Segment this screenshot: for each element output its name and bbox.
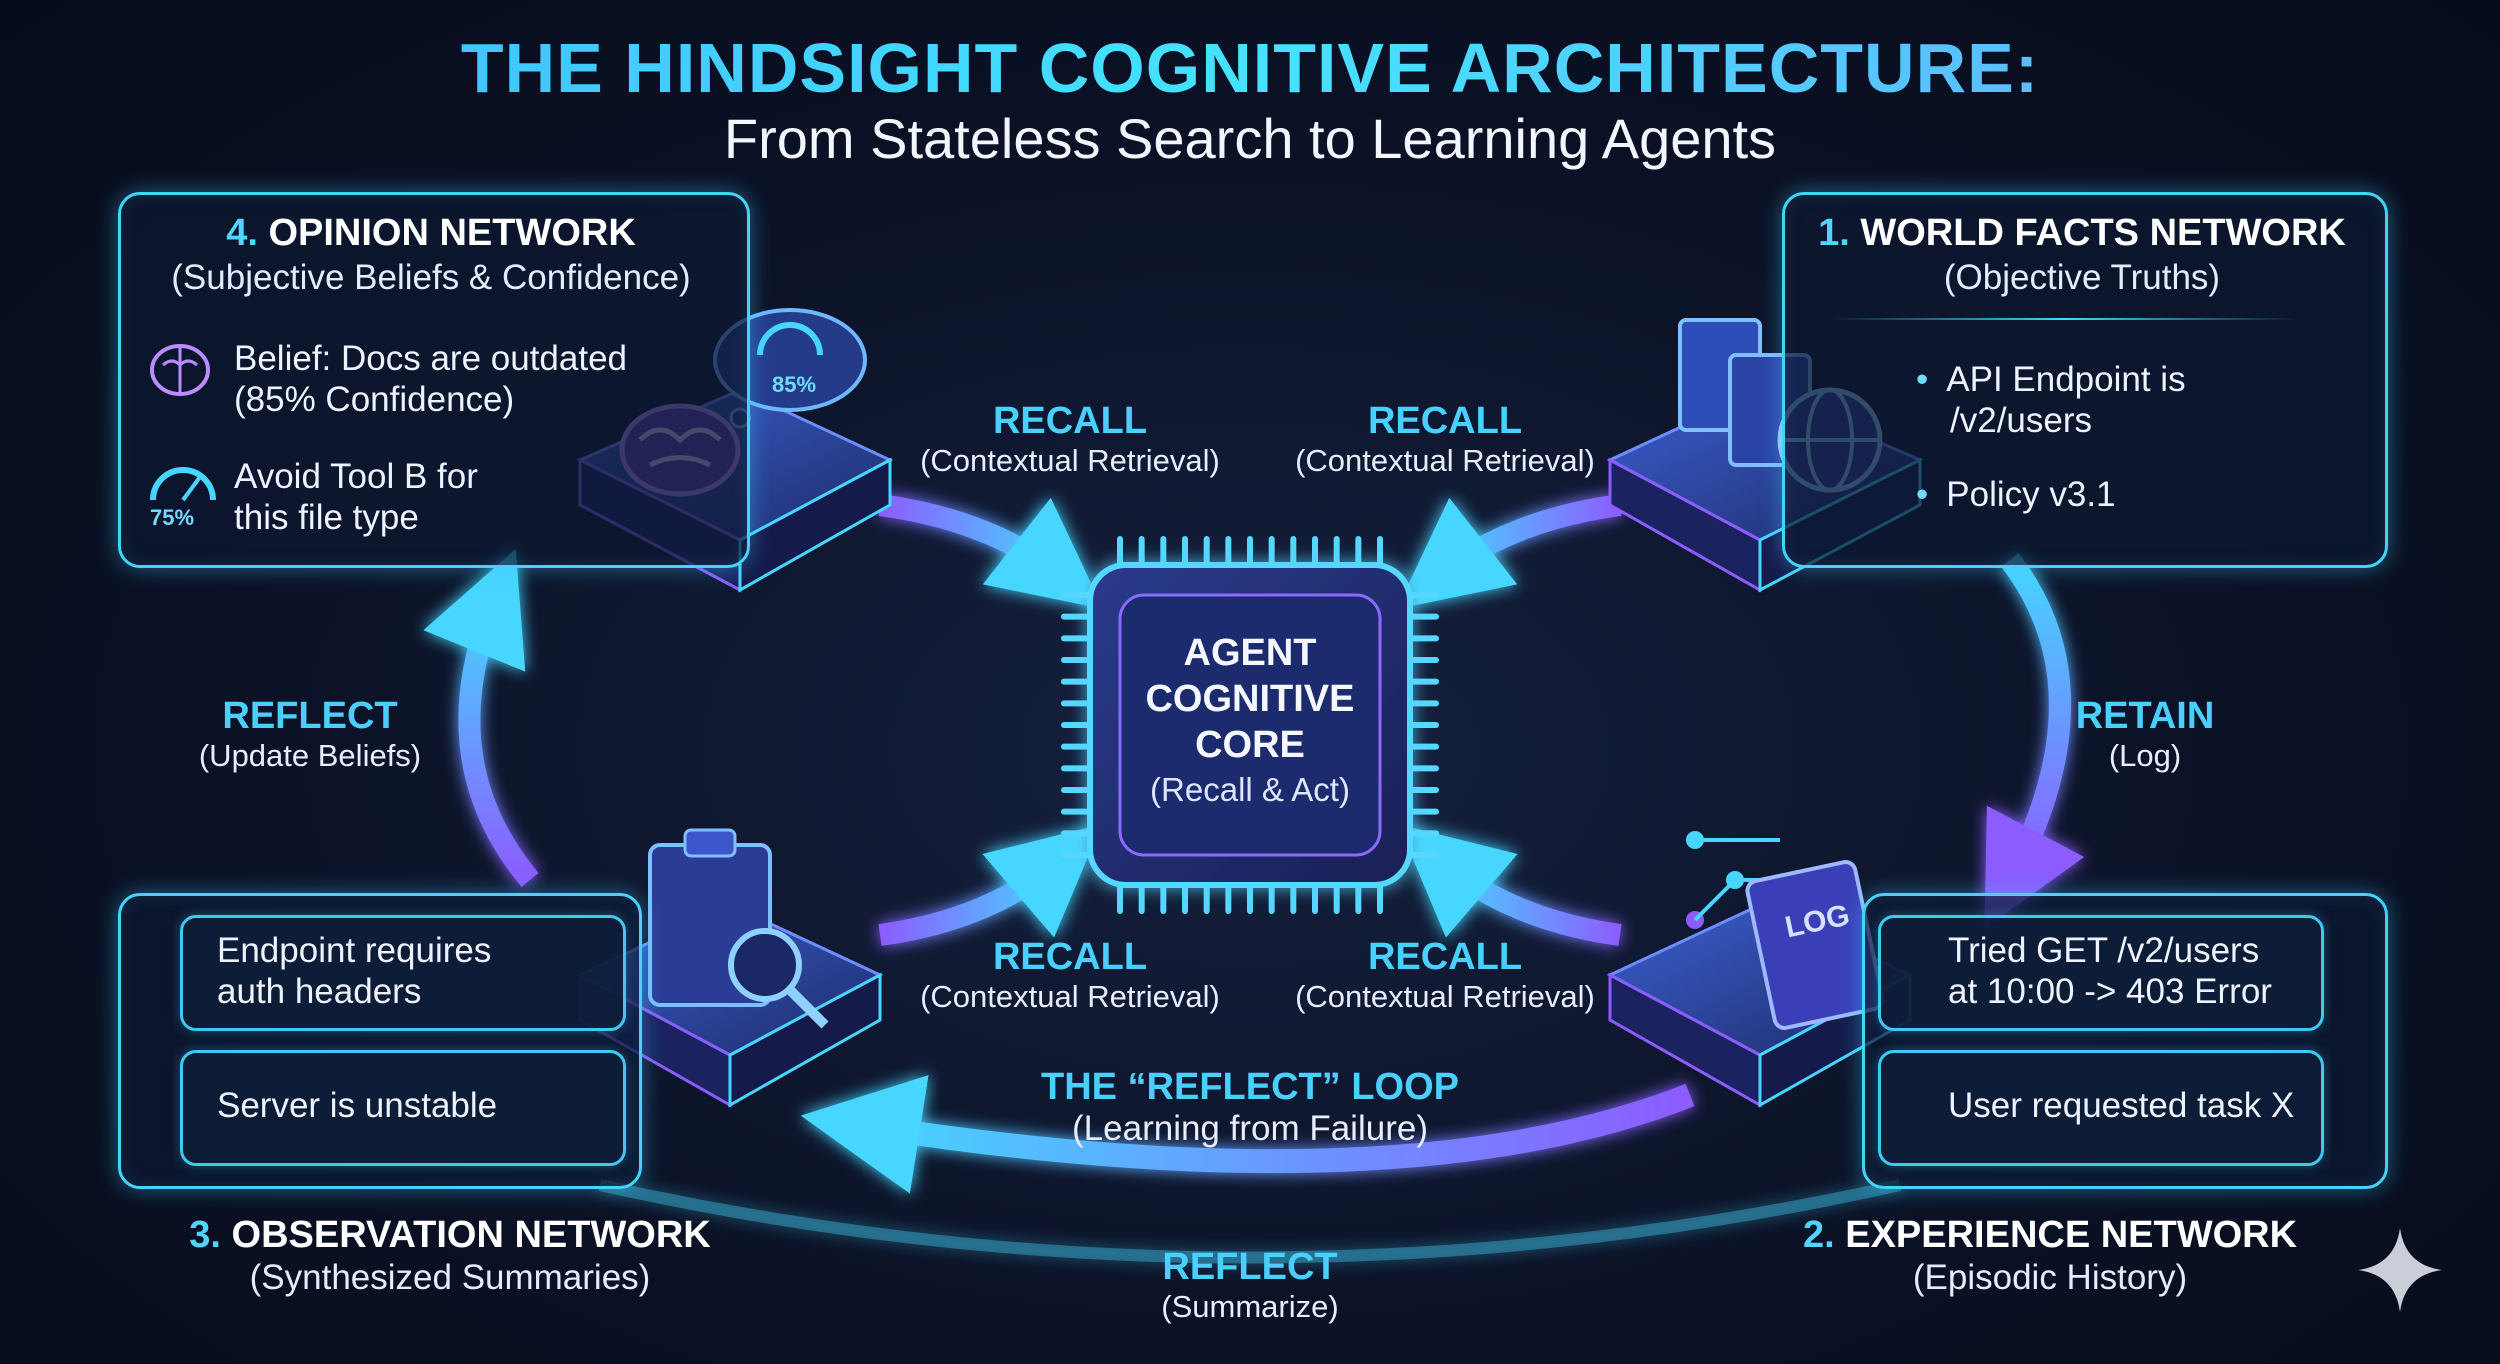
observation-network-title: 3. OBSERVATION NETWORK bbox=[180, 1214, 720, 1257]
observation-item-2: Server is unstable bbox=[217, 1086, 498, 1125]
arrow-reflect-loop bbox=[800, 1075, 1695, 1194]
core-label: AGENT COGNITIVE CORE (Recall & Act) bbox=[1130, 630, 1370, 812]
arrow-recall-tl bbox=[878, 494, 1104, 609]
core-line-3: CORE bbox=[1195, 724, 1305, 766]
gauge-85-label: 85% bbox=[772, 372, 817, 397]
opinion-item-1-line-2: (85% Confidence) bbox=[234, 380, 515, 419]
reflect-bottom-sub: (Summarize) bbox=[1161, 1289, 1339, 1324]
world-facts-item-2-line-1: Policy v3.1 bbox=[1916, 474, 2115, 515]
retain-main: RETAIN bbox=[2075, 695, 2215, 737]
opinion-number: 4. bbox=[226, 212, 258, 254]
experience-network-subtitle: (Episodic History) bbox=[1912, 1258, 2188, 1297]
recall-arrows bbox=[878, 494, 1622, 946]
world-facts-number: 1. bbox=[1818, 212, 1850, 254]
experience-number: 2. bbox=[1802, 1214, 1835, 1256]
loop-arrows bbox=[423, 549, 2085, 1264]
retain-label: RETAIN (Log) bbox=[2035, 695, 2255, 774]
experience-name: EXPERIENCE NETWORK bbox=[1845, 1214, 2298, 1256]
recall-tr-main: RECALL bbox=[1367, 400, 1523, 442]
recall-br-sub: (Contextual Retrieval) bbox=[1295, 979, 1595, 1014]
experience-network-title: 2. EXPERIENCE NETWORK bbox=[1780, 1214, 2320, 1257]
recall-tl-sub: (Contextual Retrieval) bbox=[920, 443, 1220, 478]
recall-tl-main: RECALL bbox=[992, 400, 1148, 442]
experience-item-1-box bbox=[1878, 915, 2324, 1031]
observation-item-1: Endpoint requires auth headers bbox=[217, 930, 491, 1012]
gauge-75-label: 75% bbox=[150, 505, 195, 530]
world-facts-item-1-line-1: API Endpoint is bbox=[1916, 359, 2185, 400]
experience-item-1: Tried GET /v2/users at 10:00 -> 403 Erro… bbox=[1948, 930, 2272, 1012]
recall-bl-main: RECALL bbox=[992, 936, 1148, 978]
arrow-recall-bl bbox=[878, 824, 1102, 946]
observation-item-2-box bbox=[180, 1050, 626, 1166]
sparkle-icon bbox=[2358, 1228, 2442, 1312]
observation-item-1-box bbox=[180, 915, 626, 1031]
experience-item-1-line-1: Tried GET /v2/users bbox=[1948, 931, 2260, 970]
page-title: THE HINDSIGHT COGNITIVE ARCHITECTURE: bbox=[0, 28, 2500, 108]
reflect-bottom-main: REFLECT bbox=[1162, 1246, 1338, 1288]
opinion-network-panel bbox=[118, 192, 750, 568]
gauge-icon bbox=[150, 467, 216, 502]
log-book-icon bbox=[1686, 831, 1885, 1030]
world-facts-network-subtitle: (Objective Truths) bbox=[1943, 258, 2221, 297]
recall-tl-label: RECALL (Contextual Retrieval) bbox=[885, 400, 1255, 479]
observation-network-subtitle: (Synthesized Summaries) bbox=[249, 1258, 651, 1297]
arrow-recall-br bbox=[1398, 824, 1622, 946]
recall-br-main: RECALL bbox=[1367, 936, 1523, 978]
world-facts-name: WORLD FACTS NETWORK bbox=[1860, 212, 2346, 254]
opinion-name: OPINION NETWORK bbox=[268, 212, 636, 254]
arrow-reflect-bottom bbox=[598, 1179, 1902, 1264]
reflect-left-label: REFLECT (Update Beliefs) bbox=[180, 695, 440, 774]
reflect-loop-main: THE “REFLECT” LOOP bbox=[1041, 1066, 1459, 1108]
reflect-left-main: REFLECT bbox=[222, 695, 398, 737]
arrow-recall-tr bbox=[1396, 494, 1622, 609]
opinion-network-title: 4. OPINION NETWORK bbox=[118, 212, 744, 255]
opinion-item-2-line-1: Avoid Tool B for bbox=[234, 457, 478, 496]
recall-br-label: RECALL (Contextual Retrieval) bbox=[1260, 936, 1630, 1015]
world-facts-network-title: 1. WORLD FACTS NETWORK bbox=[1782, 212, 2382, 255]
observation-item-1-line-1: Endpoint requires bbox=[217, 931, 492, 970]
arrow-reflect-left bbox=[423, 549, 539, 888]
core-line-1: AGENT bbox=[1183, 632, 1317, 674]
recall-bl-label: RECALL (Contextual Retrieval) bbox=[885, 936, 1255, 1015]
reflect-loop-sub: (Learning from Failure) bbox=[1072, 1109, 1428, 1148]
recall-tr-label: RECALL (Contextual Retrieval) bbox=[1260, 400, 1630, 479]
opinion-item-1: Belief: Docs are outdated (85% Confidenc… bbox=[234, 338, 627, 420]
reflect-loop-label: THE “REFLECT” LOOP (Learning from Failur… bbox=[1000, 1066, 1500, 1149]
core-sub: (Recall & Act) bbox=[1150, 771, 1350, 808]
opinion-item-2: Avoid Tool B for this file type bbox=[234, 456, 478, 538]
world-facts-item-2: Policy v3.1 bbox=[1946, 474, 2115, 515]
experience-item-1-line-2: at 10:00 -> 403 Error bbox=[1948, 972, 2272, 1011]
world-facts-item-1: API Endpoint is /v2/users bbox=[1946, 359, 2185, 441]
brain-small-icon bbox=[150, 344, 210, 396]
observation-number: 3. bbox=[189, 1214, 221, 1256]
recall-tr-sub: (Contextual Retrieval) bbox=[1295, 443, 1595, 478]
opinion-item-1-line-1: Belief: Docs are outdated bbox=[234, 339, 628, 378]
reflect-left-sub: (Update Beliefs) bbox=[198, 738, 422, 773]
opinion-network-subtitle: (Subjective Beliefs & Confidence) bbox=[171, 258, 691, 297]
experience-item-2: User requested task X bbox=[1948, 1086, 2295, 1125]
observation-name: OBSERVATION NETWORK bbox=[231, 1214, 711, 1256]
arrow-retain bbox=[1984, 553, 2085, 929]
page-subtitle: From Stateless Search to Learning Agents bbox=[723, 107, 1777, 170]
opinion-item-2-line-2: this file type bbox=[234, 498, 419, 537]
recall-bl-sub: (Contextual Retrieval) bbox=[920, 979, 1220, 1014]
world-facts-divider bbox=[1830, 318, 2300, 320]
retain-sub: (Log) bbox=[2108, 738, 2182, 773]
core-chip bbox=[1087, 562, 1413, 888]
core-chip-pins bbox=[1061, 536, 1439, 914]
world-facts-item-1-line-2: /v2/users bbox=[1950, 401, 2092, 440]
core-line-2: COGNITIVE bbox=[1145, 678, 1355, 720]
experience-item-2-box bbox=[1878, 1050, 2324, 1166]
observation-item-1-line-2: auth headers bbox=[217, 972, 422, 1011]
reflect-bottom-label: REFLECT (Summarize) bbox=[1100, 1246, 1400, 1325]
clipboard-magnifier-icon bbox=[648, 828, 829, 1029]
